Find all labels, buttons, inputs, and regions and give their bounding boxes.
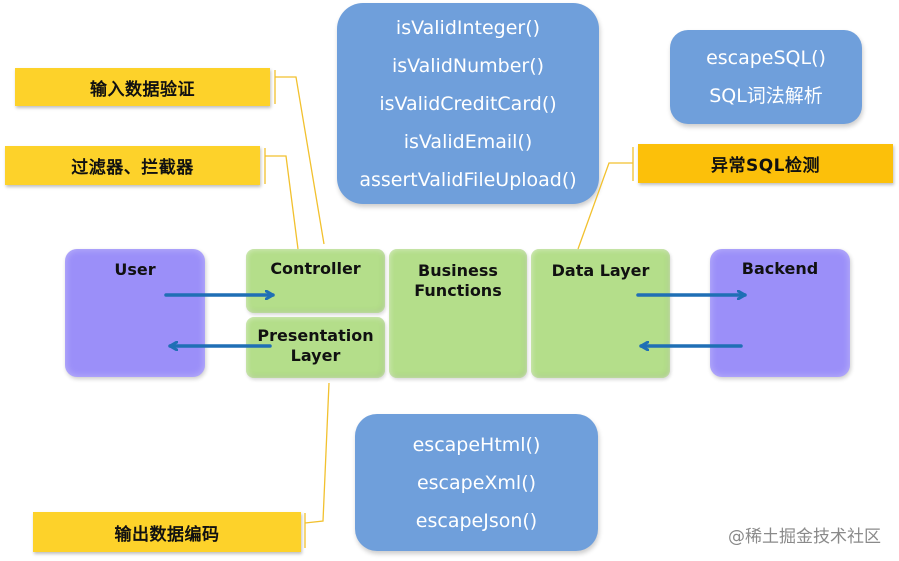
user-node: User [65, 249, 205, 377]
presentation-layer: Presentation Layer [246, 317, 385, 378]
function-item: isValidEmail() [403, 130, 533, 153]
filters-interceptors-text: 过滤器、拦截器 [71, 158, 194, 178]
function-item: SQL词法解析 [709, 85, 823, 107]
validation-functions-box: isValidInteger() isValidNumber() isValid… [337, 3, 599, 204]
connector-input-validation [274, 70, 325, 245]
backend-label: Backend [741, 259, 819, 278]
function-item: escapeXml() [416, 471, 537, 494]
input-validation-text: 输入数据验证 [90, 79, 195, 100]
function-item: escapeSQL() [706, 47, 826, 69]
business-label-line1: Business [418, 261, 498, 280]
function-item: isValidCreditCard() [379, 92, 557, 115]
connector-output-encoding [304, 382, 330, 548]
controller-label: Controller [270, 259, 361, 278]
output-encoding-text: 输出数据编码 [114, 524, 220, 545]
watermark: @稀土掘金技术社区 [728, 527, 881, 547]
presentation-label-line1: Presentation [257, 326, 374, 345]
function-item: escapeJson() [415, 509, 538, 532]
data-layer: Data Layer [531, 249, 670, 378]
backend-node: Backend [710, 249, 850, 377]
encoding-functions-box: escapeHtml() escapeXml() escapeJson() [355, 414, 598, 551]
connector-filters [264, 148, 299, 250]
business-functions-layer: Business Functions [389, 249, 527, 378]
function-item: assertValidFileUpload() [359, 168, 577, 191]
abnormal-sql-detection-text: 异常SQL检测 [710, 156, 821, 176]
output-encoding-label: 输出数据编码 [33, 512, 301, 552]
user-label: User [114, 260, 156, 279]
filters-interceptors-label: 过滤器、拦截器 [5, 146, 260, 185]
abnormal-sql-detection-label: 异常SQL检测 [638, 144, 893, 183]
controller-layer: Controller [246, 249, 385, 313]
business-label-line2: Functions [414, 281, 502, 300]
presentation-label-line2: Layer [290, 346, 341, 365]
input-validation-label: 输入数据验证 [15, 68, 270, 106]
function-item: isValidInteger() [395, 16, 541, 39]
sql-functions-box: escapeSQL() SQL词法解析 [670, 30, 862, 124]
data-layer-label: Data Layer [551, 261, 650, 280]
function-item: isValidNumber() [391, 54, 545, 77]
function-item: escapeHtml() [412, 433, 541, 456]
